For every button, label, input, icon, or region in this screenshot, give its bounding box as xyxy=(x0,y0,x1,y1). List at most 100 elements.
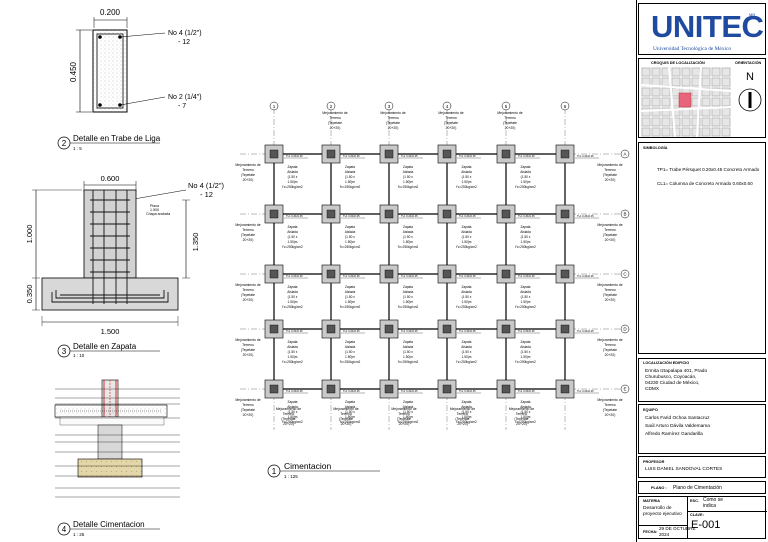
zapata-label: Aislada xyxy=(287,170,298,174)
beam-tag: TL1 0.20x0.45 xyxy=(518,329,535,333)
zapata-label: Aislada xyxy=(461,170,472,174)
column xyxy=(501,149,511,159)
orientacion-label: ORIENTACIÓN xyxy=(735,61,762,65)
mejoramiento-label: (Tepetate xyxy=(241,293,255,297)
detail-1-title: Cimentacion xyxy=(284,461,332,471)
beam-tag: TL1 0.20x0.45 xyxy=(286,154,303,158)
zapata-label: f'c=250kg/cm2 xyxy=(398,305,419,309)
grid-bubble-row xyxy=(620,269,630,279)
zapata-label: f'c=250kg/cm2 xyxy=(398,420,419,424)
zapata-label: f'c=250kg/cm2 xyxy=(340,245,361,249)
mejoramiento-label: Mejoramiento de xyxy=(597,223,622,227)
column xyxy=(326,269,336,279)
localizacion-box: LOCALIZACIÓN EDIFICIO Ermita Iztapalapa … xyxy=(638,358,766,402)
zapata-label: f'c=250kg/cm2 xyxy=(282,245,303,249)
zapata-label: 1.50)m xyxy=(345,415,355,419)
column xyxy=(442,384,452,394)
column xyxy=(501,209,511,219)
mejoramiento-label: Terreno xyxy=(329,116,341,120)
mejoramiento-label: 20+20) xyxy=(505,126,516,130)
mejoramiento-label: (Tepetate xyxy=(603,173,617,177)
column xyxy=(442,149,452,159)
materia-text: Desarrollo de proyecto ejecutivo xyxy=(643,506,682,517)
zapata-label: 1.50)m xyxy=(403,240,413,244)
beam-tag: TL1 0.20x0.45 xyxy=(401,214,418,218)
trabe-label-bottom-count: - 7 xyxy=(178,103,186,110)
zapata-label: Aislada xyxy=(345,405,356,409)
zapata-dim-0350: 0.350 xyxy=(25,285,34,304)
zapata-label: (1.50 x xyxy=(403,350,413,354)
zapata-label: (1.50 x xyxy=(345,175,355,179)
zapata-label: Aislada xyxy=(461,230,472,234)
mejoramiento-label: 20+20) xyxy=(341,422,352,426)
zapata-label: Zapata xyxy=(288,165,298,169)
mejoramiento-label: 20+20) xyxy=(330,126,341,130)
zapata-label: Zapata xyxy=(521,285,531,289)
mejoramiento-label: 20+20) xyxy=(243,353,254,357)
simbologia-label: SIMBOLOGÍA xyxy=(643,146,668,150)
beam-tag: TL1 0.20x0.45 xyxy=(401,389,418,393)
zapata-label: f'c=250kg/cm2 xyxy=(398,360,419,364)
beam-tag: TL1 0.20x0.45 xyxy=(401,329,418,333)
zapata-label: (1.50 x xyxy=(345,295,355,299)
column xyxy=(560,149,570,159)
trabe-height-dim: 0.450 xyxy=(69,61,78,82)
detail-2-scale: 1 : 5 xyxy=(73,146,82,151)
detail-2-title: Detalle en Trabe de Liga xyxy=(73,134,161,143)
zapata-label: f'c=250kg/cm2 xyxy=(340,185,361,189)
zapata-label: 1.50)m xyxy=(462,240,472,244)
zapata-dim-1000: 1.000 xyxy=(25,225,34,244)
zapata-label: f'c=250kg/cm2 xyxy=(456,185,477,189)
beam-tag: TL1 0.20x0.45 xyxy=(577,329,594,333)
zapata-label: Aislada xyxy=(287,230,298,234)
zapata-label: 1.50)m xyxy=(462,180,472,184)
cim-footing xyxy=(77,458,143,478)
mejoramiento-label: 20+20) xyxy=(605,413,616,417)
zapata-label: f'c=250kg/cm2 xyxy=(515,305,536,309)
column xyxy=(269,269,279,279)
zapata-label: f'c=250kg/cm2 xyxy=(282,185,303,189)
zapata-label: f'c=250kg/cm2 xyxy=(282,420,303,424)
zapata-label: (1.50 x xyxy=(403,410,413,414)
detail-4-title: Detalle Cimentacion xyxy=(73,520,145,529)
beam-tag: TL1 0.20x0.45 xyxy=(286,389,303,393)
mejoramiento-label: (Tepetate xyxy=(339,417,353,421)
mejoramiento-label: Terreno xyxy=(242,343,254,347)
zapata-label: f'c=250kg/cm2 xyxy=(515,185,536,189)
zapata-label: Zapata xyxy=(462,340,472,344)
zapata-label: Zapata xyxy=(462,400,472,404)
column xyxy=(269,149,279,159)
zapata-label: (1.50 x xyxy=(345,410,355,414)
beam-tag: TL1 0.20x0.45 xyxy=(343,329,360,333)
zapata-label: 1.50)m xyxy=(462,300,472,304)
column xyxy=(384,384,394,394)
zapata-label: (1.50 x xyxy=(403,295,413,299)
grid-bubble-row xyxy=(620,149,630,159)
mejoramiento-label: Terreno xyxy=(516,412,528,416)
grid-label-row: A xyxy=(623,152,626,157)
zapata-label: (1.50 x xyxy=(462,295,472,299)
zapata-label: 1.50)m xyxy=(288,300,298,304)
zapata-label: f'c=250kg/cm2 xyxy=(456,360,477,364)
mejoramiento-label: (Tepetate xyxy=(241,233,255,237)
grid-label-row: B xyxy=(623,212,626,217)
zapata-label: Aislada xyxy=(345,290,356,294)
grid-label-row: E xyxy=(623,387,626,392)
column xyxy=(560,384,570,394)
mejoramiento-label: (Tepetate xyxy=(514,417,528,421)
beam-tag: TL1 0.20x0.45 xyxy=(401,154,418,158)
zapata-label: (1.50 x xyxy=(288,235,298,239)
zapata-label: 1.50)m xyxy=(403,300,413,304)
zapata-label: 1.50)m xyxy=(288,180,298,184)
zapata-label: (1.50 x xyxy=(462,235,472,239)
esc-value: Como se indica xyxy=(703,497,724,509)
column xyxy=(326,209,336,219)
column xyxy=(384,149,394,159)
detail-3-number: 3 xyxy=(62,347,67,356)
zapata-label: (1.50 x xyxy=(288,175,298,179)
mejoramiento-label: (Tepetate xyxy=(328,121,342,125)
detail-3-title: Detalle en Zapata xyxy=(73,342,137,351)
materia-label: MATERIA xyxy=(643,499,661,503)
zapata-label: (1.50 x xyxy=(345,235,355,239)
